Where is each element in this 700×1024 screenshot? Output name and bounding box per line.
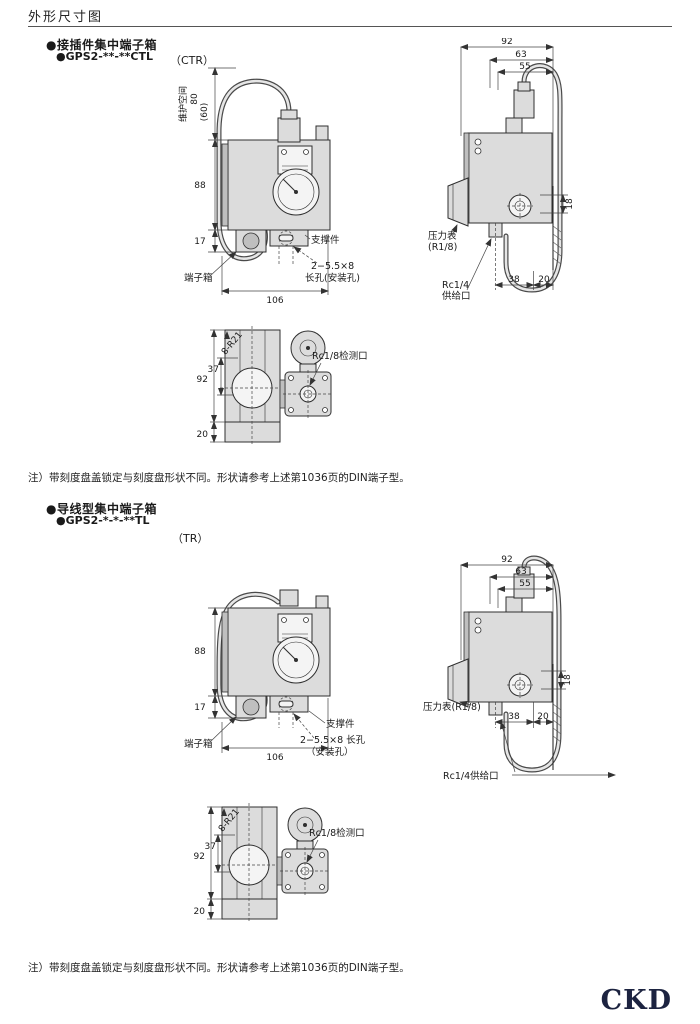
callouts-side-tl: 压力表(R1/8) Rc1/4供给口 (423, 700, 616, 782)
bottom-view-ctl: 92 37 20 8-R21 Rc1/8检测口 (197, 326, 368, 446)
dimensions-front-tl: 88 17 106 (194, 607, 329, 763)
knob (315, 595, 329, 609)
section2-model: ●GPS2-*-*-**TL (56, 514, 150, 527)
dimensions-side-tl: 92 63 55 18 38 20 (460, 555, 573, 728)
dim-60: (60) (200, 103, 210, 121)
bottom-view-tl: 92 37 20 8-R21 Rc1/8检测口 (194, 803, 365, 923)
gauge-needle (282, 646, 297, 661)
knob (505, 117, 523, 134)
mounting-slot (278, 234, 294, 242)
dim-18: 18 (565, 198, 575, 210)
dim-80: 80 (190, 93, 200, 105)
gauge-label-line1: 压力表 (428, 230, 457, 242)
slot-label-line2: 长孔(安装孔) (305, 272, 360, 284)
body-bottom (217, 803, 330, 923)
supply-label-line1: Rc1/4 (442, 280, 469, 291)
section1-model: ●GPS2-**-**CTL (56, 50, 153, 63)
side-view-tl: 92 63 55 18 38 20 压力表(R1/8) Rc1/4供给口 (423, 555, 616, 782)
dim-38: 38 (508, 275, 520, 285)
title-rule (28, 26, 672, 27)
front-view-tl: 88 17 106 端子箱 支撑件 2−5.5×8 长孔 （安装孔） (184, 589, 366, 763)
section2-variant: （TR） (172, 532, 209, 545)
pressure-gauge-side (447, 177, 469, 227)
cable-loop (216, 78, 292, 262)
dim-18: 18 (563, 674, 573, 686)
dim-37: 37 (208, 365, 219, 375)
supply-label-line2: 供给口 (442, 290, 471, 302)
section2-header: ●导线型集中端子箱 (46, 502, 157, 516)
page-title: 外形尺寸图 (28, 10, 104, 25)
dimensions-bottom-ctl: 92 37 20 (197, 329, 238, 443)
callouts-front-tl: 端子箱 支撑件 2−5.5×8 长孔 （安装孔） (184, 710, 366, 758)
dim-17: 17 (194, 237, 205, 247)
pressure-switch-body-front (221, 109, 331, 264)
connector (277, 117, 301, 143)
terminal-box-label: 端子箱 (184, 738, 213, 750)
maintenance-space-label: 维护空间 (178, 86, 189, 122)
dim-20: 20 (197, 430, 209, 440)
dimensions-front-ctl: 维护空间 80 (60) 88 17 106 (178, 67, 329, 306)
lead-wire-loop (503, 555, 562, 773)
dim-20: 20 (537, 712, 549, 722)
mounting-slot (278, 700, 294, 708)
dim-92: 92 (501, 38, 512, 47)
gauge-label: 压力表(R1/8) (423, 701, 481, 713)
pressure-switch-body-front (221, 589, 331, 728)
side-view-ctl: 92 63 55 18 38 20 压力表 (R1/8) Rc1/4 供给口 (428, 38, 575, 302)
dim-55: 55 (519, 579, 530, 589)
body-bottom (220, 326, 333, 446)
dim-37: 37 (205, 842, 216, 852)
support-label: 支撑件 (326, 718, 355, 730)
section1-header: ●接插件集中端子箱 (46, 38, 157, 52)
dimensions-side-ctl: 92 63 55 18 38 20 (460, 38, 575, 290)
detection-port-label: Rc1/8检测口 (309, 827, 365, 839)
dimensions-bottom-tl: 92 37 20 (194, 806, 235, 920)
slot-label-line1: 2−5.5×8 长孔 (300, 734, 366, 746)
dim-92: 92 (501, 555, 512, 565)
dim-20: 20 (194, 907, 206, 917)
dim-20: 20 (538, 275, 550, 285)
gauge-label-line2: (R1/8) (428, 242, 457, 253)
dim-106: 106 (266, 753, 283, 763)
dim-88: 88 (194, 181, 206, 191)
dim-92: 92 (197, 375, 208, 385)
dim-38: 38 (508, 712, 520, 722)
slot-label-line2: （安装孔） (306, 746, 354, 758)
pressure-gauge-side (447, 658, 469, 708)
dim-106: 106 (266, 296, 283, 306)
supply-label: Rc1/4供给口 (443, 770, 499, 782)
dim-17: 17 (194, 703, 205, 713)
dim-92: 92 (194, 852, 205, 862)
section1-variant: （CTR） (170, 54, 215, 67)
top-block (279, 589, 299, 607)
callouts-front-ctl: 端子箱 支撑件 2−5.5×8 长孔(安装孔) (184, 234, 360, 284)
terminal-box-label: 端子箱 (184, 272, 213, 284)
knob (505, 596, 523, 613)
section2-note: 注）带刻度盘盖锁定与刻度盘形状不同。形状请参考上述第1036页的DIN端子型。 (28, 962, 410, 974)
dim-55: 55 (519, 62, 530, 72)
slot-label-line1: 2−5.5×8 (311, 261, 354, 272)
gauge-needle (282, 178, 297, 193)
detection-port-label: Rc1/8检测口 (312, 350, 368, 362)
connector (513, 89, 535, 119)
ckd-logo: CKD (600, 985, 672, 1016)
dim-88: 88 (194, 647, 206, 657)
dim-63: 63 (515, 567, 526, 577)
support-label: 支撑件 (311, 234, 340, 246)
section1-note: 注）带刻度盘盖锁定与刻度盘形状不同。形状请参考上述第1036页的DIN端子型。 (28, 472, 410, 484)
knob (315, 125, 329, 141)
dim-63: 63 (515, 50, 526, 60)
callouts-side-ctl: 压力表 (R1/8) Rc1/4 供给口 (428, 224, 492, 302)
front-view-ctl: 维护空间 80 (60) 88 17 106 端子箱 支撑件 2−5.5×8 长… (178, 67, 360, 306)
